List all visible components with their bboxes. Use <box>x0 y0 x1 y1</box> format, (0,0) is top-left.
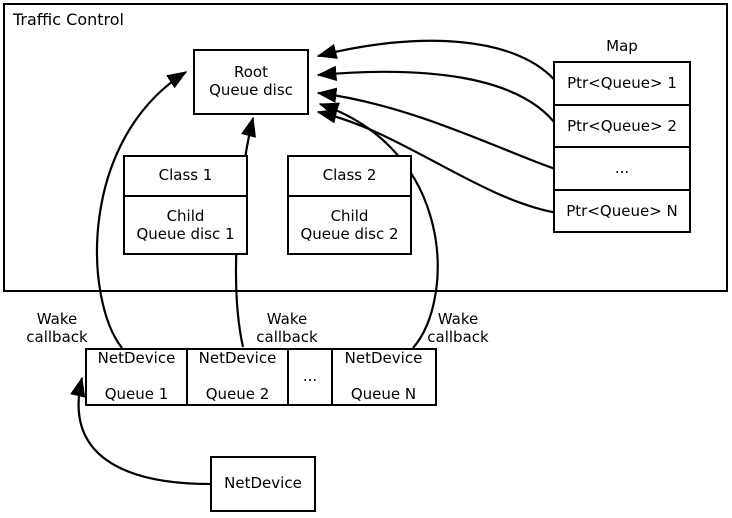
class-1-box[interactable]: Class 1 Child Queue disc 1 <box>123 155 248 255</box>
class-2-box[interactable]: Class 2 Child Queue disc 2 <box>287 155 412 255</box>
netdevice-queue-n-line1: NetDevice <box>344 349 423 368</box>
wake-callback-label-3-line2: callback <box>427 327 489 346</box>
map-row[interactable]: Ptr<Queue> N <box>566 201 678 220</box>
netdevice-label: NetDevice <box>224 474 302 493</box>
root-queue-disc-line2: Queue disc <box>209 81 293 99</box>
class-1-child-line1: Child <box>166 207 205 226</box>
wake-callback-label-1: Wake callback <box>21 310 93 346</box>
map-row[interactable]: Ptr<Queue> 1 <box>555 63 689 106</box>
map-row-2-arrow <box>316 65 559 128</box>
netdevice-queue-2-line1: NetDevice <box>198 349 277 368</box>
class-2-header: Class 2 <box>289 157 410 197</box>
wake-callback-arrow-1 <box>96 71 188 349</box>
wake-callback-label-2: Wake callback <box>251 310 323 346</box>
netdevice-queue-2-line2: Queue 2 <box>205 384 270 403</box>
netdevice-queue-1[interactable]: NetDevice Queue 1 <box>87 350 188 404</box>
wake-callback-label-1-line1: Wake <box>36 310 78 328</box>
traffic-control-label: Traffic Control <box>13 10 124 29</box>
netdevice-queue-row: NetDevice Queue 1 NetDevice Queue 2 ... … <box>85 348 437 406</box>
map-label: Map <box>606 37 638 55</box>
netdevice-queue-2[interactable]: NetDevice Queue 2 <box>188 350 289 404</box>
class-1-child-line2: Queue disc 1 <box>136 225 235 243</box>
root-queue-disc-box[interactable]: Root Queue disc <box>193 49 309 115</box>
map-row-1-arrow <box>316 39 559 85</box>
netdevice-to-queue-arrow <box>70 376 211 486</box>
map-row[interactable]: ... <box>555 148 689 191</box>
wake-callback-label-2-line2: callback <box>256 327 318 346</box>
map-row[interactable]: Ptr<Queue> 2 <box>555 106 689 148</box>
wake-callback-label-2-line1: Wake <box>266 310 308 328</box>
map-table: Ptr<Queue> 1 Ptr<Queue> 2 ... Ptr<Queue>… <box>553 61 691 233</box>
class-2-child-line1: Child <box>330 207 369 226</box>
class-2-child-qdisc: Child Queue disc 2 <box>289 197 410 255</box>
netdevice-queue-n[interactable]: NetDevice Queue N <box>333 350 434 404</box>
root-queue-disc-line1: Root <box>234 63 268 82</box>
map-to-root-arrows <box>316 39 559 215</box>
netdevice-queue-n-line2: Queue N <box>350 384 417 403</box>
netdevice-box[interactable]: NetDevice <box>210 456 316 512</box>
map-row-3-arrow <box>316 87 559 172</box>
netdevice-queue-1-line2: Queue 1 <box>104 384 169 403</box>
netdevice-queue-ellipsis-line1: ... <box>302 367 318 386</box>
netdevice-queue-1-line1: NetDevice <box>97 349 176 368</box>
wake-callback-label-1-line2: callback <box>26 327 88 346</box>
wake-callback-label-3-line1: Wake <box>437 310 479 328</box>
class-1-header: Class 1 <box>125 157 246 197</box>
wake-callback-label-3: Wake callback <box>422 310 494 346</box>
map-row-4-arrow <box>316 108 559 215</box>
wake-callback-arrow-3 <box>318 102 439 349</box>
class-2-child-line2: Queue disc 2 <box>300 225 399 243</box>
class-1-child-qdisc: Child Queue disc 1 <box>125 197 246 255</box>
netdevice-queue-ellipsis: ... <box>289 350 333 404</box>
